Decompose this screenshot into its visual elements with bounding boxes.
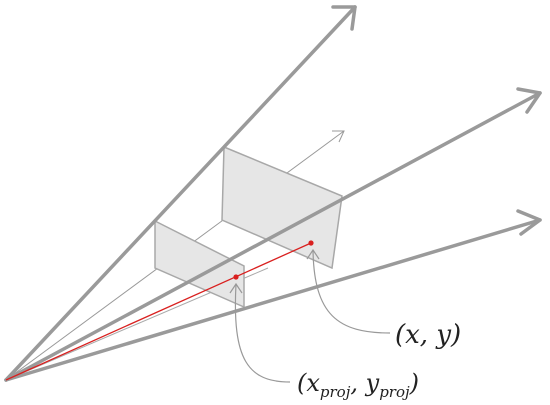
leader-proj-arrowhead (229, 282, 243, 294)
proj-open: (x (297, 369, 320, 397)
axis-lower-arrowhead (516, 209, 542, 236)
point-proj-label: (xproj, yproj) (297, 369, 419, 401)
leader-proj-curve (234, 283, 291, 383)
proj-comma: , y (350, 369, 379, 397)
axis-lower (4, 218, 542, 382)
axis-up (4, 5, 357, 382)
point-xy-label: (x, y) (395, 320, 461, 350)
leader-xy-curve (312, 249, 391, 334)
axes (4, 5, 542, 382)
axis-middle-arrowhead (516, 87, 542, 114)
leader-xy-arrowhead (306, 248, 320, 260)
leader-xy (306, 248, 391, 334)
projection-ray (5, 242, 312, 381)
far-plane (221, 145, 343, 270)
proj-close: ) (409, 369, 419, 397)
point-proj (233, 274, 239, 280)
point-xy (308, 240, 314, 246)
view-axis-arrowhead (332, 130, 345, 143)
axis-middle (4, 91, 542, 382)
proj-sub-y: proj (379, 383, 410, 401)
proj-sub-x: proj (320, 383, 351, 401)
axis-up-arrowhead (331, 5, 357, 31)
leader-proj (229, 282, 291, 383)
